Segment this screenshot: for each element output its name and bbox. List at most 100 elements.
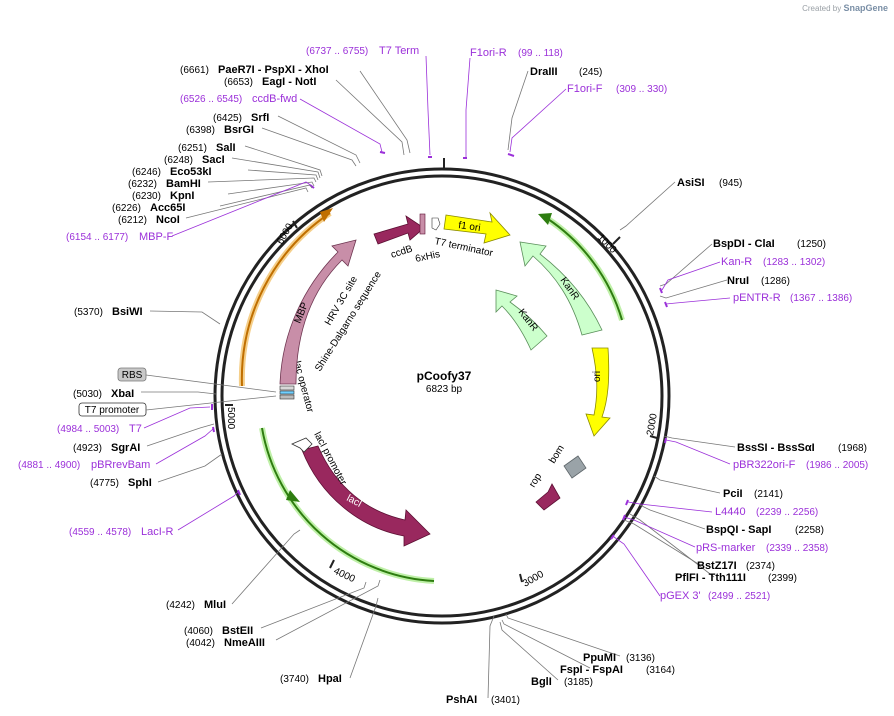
enzyme-label-mlui: MluI [204,599,226,611]
enzyme-label-bsrgi: BsrGI [224,124,254,136]
primer-label-prs-marker: pRS-marker [696,542,756,554]
enzyme-pos-draiii: (245) [579,67,602,78]
rop-arrow [535,483,561,511]
enzyme-label-eco53ki: Eco53kI [170,166,212,178]
t7-promoter-label: T7 promoter [85,405,140,416]
primer-label-pbrrevbam: pBRrevBam [91,459,150,471]
tick-label-4000: 4000 [332,566,357,586]
kanr-arrow-large [519,241,603,336]
mbp-outer-arrowhead [320,208,333,222]
enzyme-label-bgli: BglI [531,676,552,688]
tick-label-1000: 1000 [595,232,619,256]
enzyme-pos-bsiwi: (5370) [74,307,103,318]
primer-label-mbp-f: MBP-F [139,231,174,243]
primer-pos-pgex3: (2499 .. 2521) [708,591,770,602]
enzyme-pos-fspi: (3164) [646,665,675,676]
enzyme-pos-hpai: (3740) [280,674,309,685]
primer-pos-pbrrevbam: (4881 .. 4900) [18,460,80,471]
primer-label-f1ori-f: F1ori-F [567,83,603,95]
scale-ticks [225,220,658,583]
enzyme-labels: (6661) PaeR7I - PspXI - XhoI (6653) EagI… [73,64,867,706]
enzyme-label-kpni: KpnI [170,190,194,202]
rbs-box: RBS [117,367,147,382]
primer-pos-laci-r: (4559 .. 4578) [69,527,131,538]
primer-label-ccdb-fwd: ccdB-fwd [252,93,297,105]
enzyme-label-sali: SalI [216,142,236,154]
enzyme-label-ppumi: PpuMI [583,652,616,664]
boxed-connectors [145,374,277,411]
primer-label-laci-r: LacI-R [141,526,173,538]
enzyme-label-fspi: FspI - FspAI [560,664,623,676]
enzyme-pos-saci: (6248) [164,155,193,166]
bom-label: bom [547,443,567,465]
enzyme-pos-sapi: (2258) [795,525,824,536]
enzyme-pos-bgli: (3185) [564,677,593,688]
plasmid-name: pCoofy37 [417,369,472,383]
enzyme-label-ncoi: NcoI [156,214,180,226]
primer-pos-l4440: (2239 .. 2256) [756,507,818,518]
enzyme-pos-bsrgi: (6398) [186,125,215,136]
enzyme-label-nmeaiii: NmeAIII [224,637,265,649]
enzyme-label-bstz17i: BstZ17I [697,560,737,572]
enzyme-pos-pcii: (2141) [754,489,783,500]
backbone-ring [213,167,671,625]
enzyme-pos-bamhi: (6232) [128,179,157,190]
primer-pos-f1ori-f: (309 .. 330) [616,84,667,95]
enzyme-pos-srfi: (6425) [213,113,242,124]
enzyme-label-draiii: DraIII [530,66,558,78]
primer-pos-f1ori-r: (99 .. 118) [518,48,563,59]
enzyme-pos-acc65i: (6226) [112,203,141,214]
enzyme-label-sapi: BspQI - SapI [706,524,771,536]
enzyme-pos-pshai: (3401) [491,695,520,706]
enzyme-label-saci: SacI [202,154,225,166]
primer-label-l4440: L4440 [715,506,746,518]
primer-label-pgex3: pGEX 3' [660,590,701,602]
enzyme-pos-bsteii: (4060) [184,626,213,637]
enzyme-pos-nrui: (1286) [761,276,790,287]
6xhis-label: 6xHis [414,249,441,265]
enzyme-pos-bstz17i: (2374) [746,561,775,572]
tick-label-3000: 3000 [521,569,546,590]
primer-pos-pentr-r: (1367 .. 1386) [790,293,852,304]
enzyme-pos-sphi: (4775) [90,478,119,489]
enzyme-label-bsssi: BssSI - BssSαI [737,442,815,454]
rbs-label: RBS [122,370,143,381]
primer-pos-t7term: (6737 .. 6755) [306,46,368,57]
enzyme-pos-clai: (1250) [797,239,826,250]
enzyme-label-hpai: HpaI [318,673,342,685]
enzyme-label-srfi: SrfI [251,112,269,124]
enzyme-pos-bsssi: (1968) [838,443,867,454]
f1-ori-arrow [443,211,511,244]
enzyme-label-bamhi: BamHI [166,178,201,190]
enzyme-pos-sgrai: (4923) [73,443,102,454]
mbp-arrow [279,239,357,385]
primer-pos-prs-marker: (2339 .. 2358) [766,543,828,554]
rop-label: rop [527,471,544,489]
primer-pos-mbp-f: (6154 .. 6177) [66,232,128,243]
primer-label-f1ori-r: F1ori-R [470,47,507,59]
primer-pos-pbr322ori-f: (1986 .. 2005) [806,460,868,471]
enzyme-label-sgrai: SgrAI [111,442,140,454]
primer-label-pbr322ori-f: pBR322ori-F [733,459,796,471]
primer-label-t7: T7 [129,423,142,435]
enzyme-pos-mlui: (4242) [166,600,195,611]
primer-marks [211,151,668,540]
t7-promoter-box: T7 promoter [78,402,147,417]
lac-operator-box [279,385,295,400]
enzyme-pos-ppumi: (3136) [626,653,655,664]
primer-pos-t7: (4984 .. 5003) [57,424,119,435]
plasmid-length: 6823 bp [426,384,463,395]
primer-labels: (6737 .. 6755) T7 Term F1ori-R (99 .. 11… [18,45,868,602]
6xhis-box [419,213,426,235]
enzyme-pos-eco53ki: (6246) [132,167,161,178]
6xhis-arrow [431,217,441,231]
kanr-outer-arrowhead [538,213,552,225]
enzyme-label-acc65i: Acc65I [150,202,185,214]
primer-label-t7term: T7 Term [379,45,419,57]
laci-outer-arrowhead [286,490,300,502]
laci-promoter-arrow [291,437,313,453]
tick-label-5000: 5000 [225,407,236,430]
bom-box [563,455,587,479]
enzyme-label-pshai: PshAI [446,694,477,706]
enzyme-label-xbai: XbaI [111,388,134,400]
